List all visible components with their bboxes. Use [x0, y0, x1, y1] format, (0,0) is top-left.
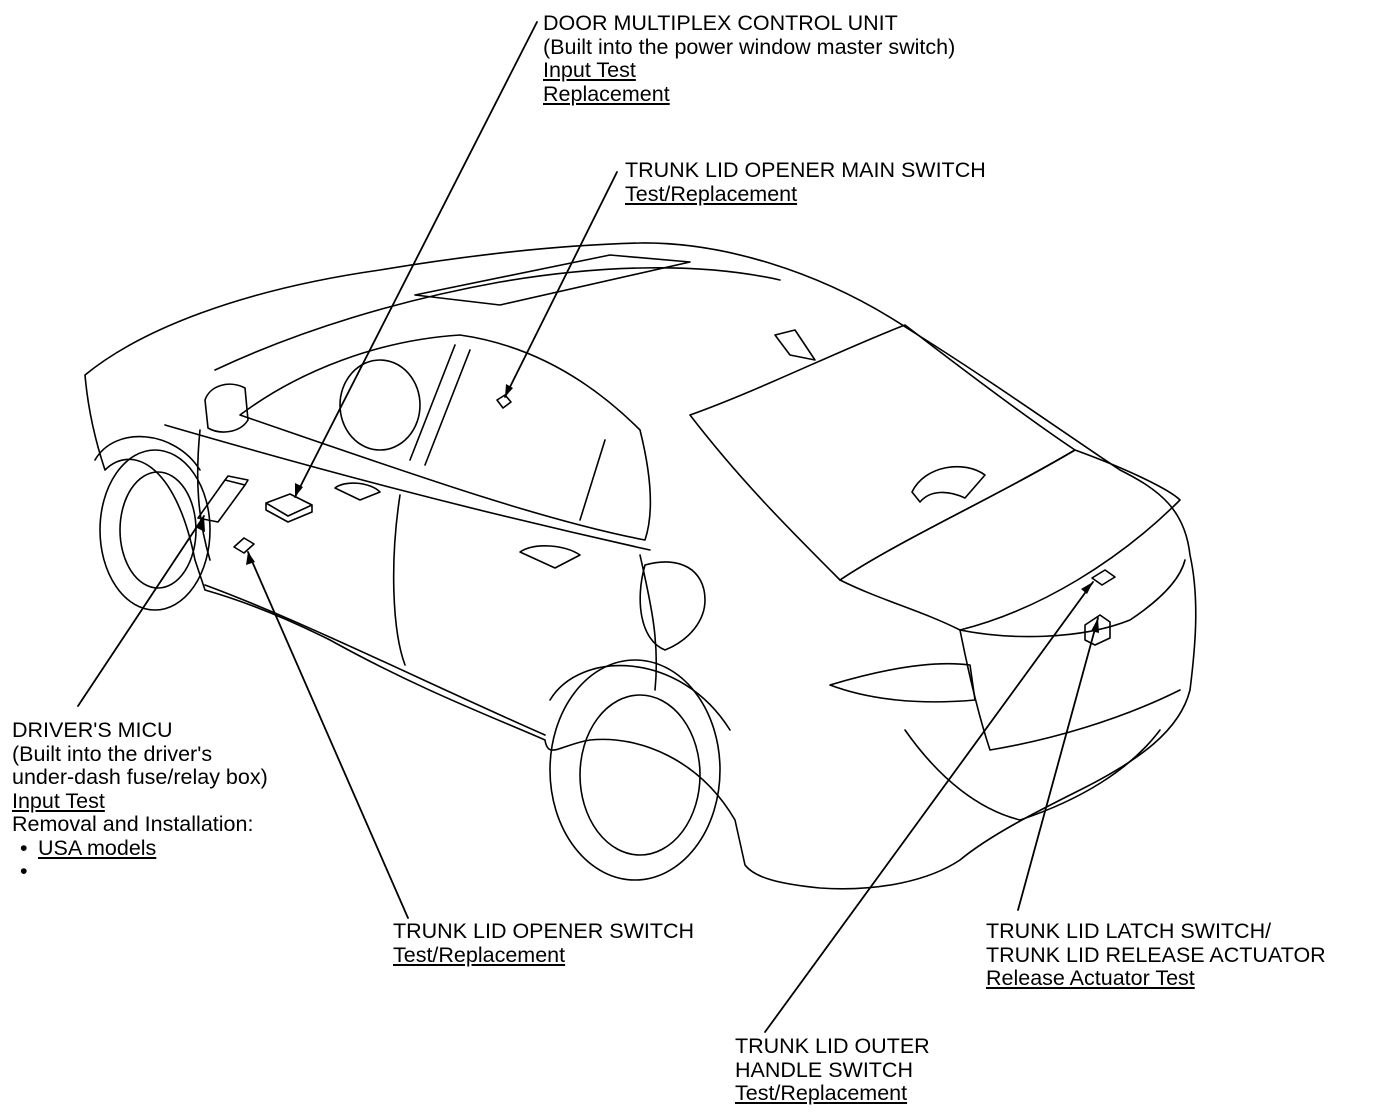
car-lower-rear [904, 729, 1161, 821]
leader-latch-switch [1017, 617, 1099, 911]
car-rear-window [689, 324, 1076, 581]
outer-handle-test-link[interactable]: Test/Replacement [735, 1081, 908, 1105]
car-window-pillar-c [579, 439, 606, 521]
door-multiplex-component-icon [265, 493, 313, 523]
drivers-micu-removal-label: Removal and Installation: [12, 812, 254, 836]
leader-trunk-main-switch [504, 171, 618, 398]
arrowhead-trunk-main-switch [505, 384, 513, 397]
arrowhead-drivers-micu [197, 516, 205, 532]
bullet-dot: • [20, 835, 28, 860]
car-front-wheel-arch [94, 435, 201, 471]
leader-drivers-micu [77, 515, 205, 707]
leader-outer-handle [764, 581, 1094, 1033]
trunk-opener-switch-title: TRUNK LID OPENER SWITCH [393, 919, 695, 943]
callout-latch-switch: TRUNK LID LATCH SWITCH/ TRUNK LID RELEAS… [986, 919, 1326, 991]
car-belt-line [164, 424, 651, 551]
car-door-front [196, 429, 211, 561]
car-rear-wheel-arch [549, 664, 731, 731]
car-side-mirror [204, 383, 249, 433]
drivers-micu-note-line1: (Built into the driver's [12, 741, 213, 766]
arrowhead-door-multiplex [295, 483, 303, 497]
outer-handle-switch-icon [1091, 569, 1116, 586]
trunk-main-switch-title: TRUNK LID OPENER MAIN SWITCH [625, 158, 986, 182]
leader-trunk-opener-switch [247, 551, 409, 919]
car-door-split [392, 494, 406, 666]
drivers-micu-bullet-empty: • [12, 859, 268, 884]
outer-handle-title-line1: TRUNK LID OUTER [735, 1034, 930, 1058]
release-actuator-test-link[interactable]: Release Actuator Test [986, 966, 1195, 990]
car-roof-line [214, 267, 781, 371]
door-multiplex-title: DOOR MULTIPLEX CONTROL UNIT [543, 11, 898, 35]
car-rear-wheel-rim [579, 694, 701, 856]
car-sunroof [414, 254, 691, 306]
callout-drivers-micu: DRIVER'S MICU (Built into the driver's u… [12, 718, 268, 884]
door-multiplex-input-test-link[interactable]: Input Test [543, 58, 636, 82]
drivers-micu-title: DRIVER'S MICU [12, 718, 173, 742]
trunk-opener-switch-test-link[interactable]: Test/Replacement [393, 942, 566, 967]
callout-door-multiplex: DOOR MULTIPLEX CONTROL UNIT (Built into … [543, 11, 956, 106]
drivers-micu-usa-models-link[interactable]: USA models [38, 835, 157, 860]
car-fuel-door [639, 561, 706, 651]
car-body-outline [84, 242, 1197, 890]
micu-component-icon [197, 475, 249, 523]
callout-trunk-main-switch: TRUNK LID OPENER MAIN SWITCH Test/Replac… [625, 158, 986, 206]
trunk-opener-switch-icon [233, 537, 255, 554]
callout-outer-handle: TRUNK LID OUTER HANDLE SWITCH Test/Repla… [735, 1034, 930, 1106]
door-multiplex-replacement-link[interactable]: Replacement [543, 81, 670, 106]
car-front-door-handle [334, 482, 381, 501]
latch-switch-icon [1084, 614, 1111, 646]
car-rear-bumper [959, 629, 1181, 751]
latch-switch-title-line2: TRUNK LID RELEASE ACTUATOR [986, 942, 1326, 967]
car-rear-door-handle [519, 545, 581, 569]
callout-trunk-opener-switch: TRUNK LID OPENER SWITCH Test/Replacement [393, 919, 695, 967]
drivers-micu-note-line2: under-dash fuse/relay box) [12, 765, 268, 789]
drivers-micu-input-test-link[interactable]: Input Test [12, 788, 105, 813]
arrowhead-outer-handle [1081, 582, 1093, 594]
door-multiplex-note: (Built into the power window master swit… [543, 34, 956, 59]
car-front-wheel [99, 449, 211, 611]
car-rear-tail [959, 559, 1186, 638]
car-rear-wheel [549, 659, 721, 881]
car-window-pillar-b2 [424, 349, 471, 466]
car-rocker-line [204, 584, 546, 736]
trunk-main-switch-icon [496, 394, 512, 409]
trunk-main-switch-test-link[interactable]: Test/Replacement [625, 181, 798, 206]
outer-handle-title-line2: HANDLE SWITCH [735, 1057, 913, 1082]
bullet-dot: • [20, 859, 28, 883]
car-side-windows [239, 334, 652, 541]
car-tail-light [829, 662, 976, 703]
arrowhead-latch-switch [1091, 618, 1099, 633]
leader-door-multiplex [294, 21, 538, 498]
car-window-pillar-b [409, 344, 456, 461]
car-antenna-fin [774, 329, 816, 361]
car-trunk-lid [839, 449, 1181, 631]
car-front-wheel-rim [119, 471, 197, 589]
latch-switch-title-line1: TRUNK LID LATCH SWITCH/ [986, 919, 1272, 943]
arrowhead-trunk-opener-switch [246, 552, 255, 565]
drivers-micu-bullet-usa: • USA models [12, 835, 268, 861]
car-steering-wheel [339, 359, 421, 451]
car-trunk-handle [911, 465, 986, 503]
